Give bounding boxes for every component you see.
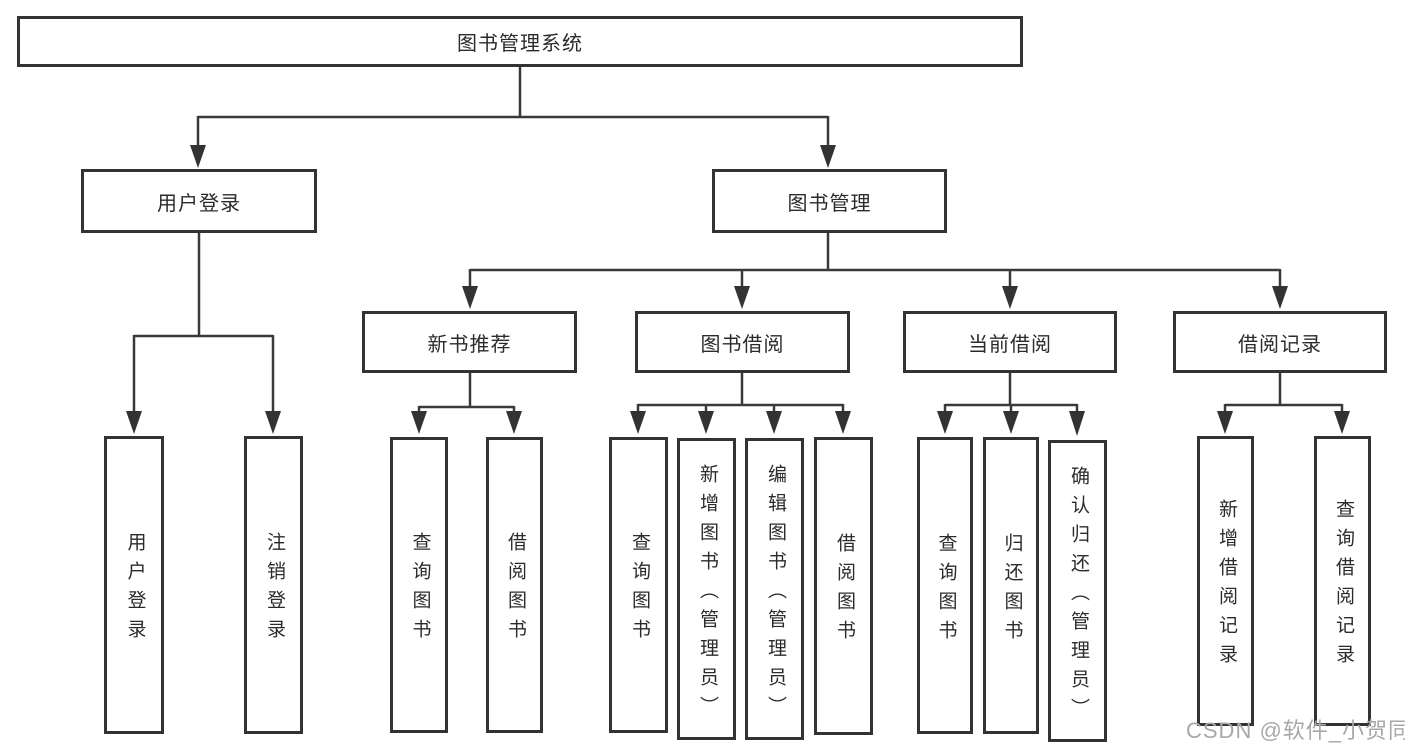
node-root-system: 图书管理系统 <box>17 16 1023 67</box>
node-label: 新书推荐 <box>427 333 512 356</box>
leaf-current-return: 归还图书 <box>983 437 1039 734</box>
node-label: 确认归还（管理员） <box>1067 465 1089 727</box>
leaf-current-confirm-admin: 确认归还（管理员） <box>1048 440 1107 742</box>
leaf-newbook-borrow: 借阅图书 <box>486 437 543 733</box>
node-label: 借阅图书 <box>833 533 855 649</box>
node-label: 新增图书（管理员） <box>696 463 718 725</box>
leaf-logout: 注销登录 <box>244 436 303 734</box>
node-label: 查询图书 <box>628 532 650 648</box>
node-label: 用户登录 <box>157 192 241 215</box>
node-book-borrow: 图书借阅 <box>635 311 850 373</box>
node-label: 图书借阅 <box>700 333 785 356</box>
node-label: 借阅记录 <box>1238 333 1322 356</box>
node-label: 归还图书 <box>1001 532 1023 649</box>
node-book-management: 图书管理 <box>712 169 947 233</box>
node-label: 用户登录 <box>124 532 146 648</box>
leaf-record-query: 查询借阅记录 <box>1314 436 1371 726</box>
node-current-borrow: 当前借阅 <box>903 311 1117 373</box>
leaf-borrow-book: 借阅图书 <box>814 437 873 735</box>
leaf-borrow-query: 查询图书 <box>609 437 668 733</box>
node-label: 编辑图书（管理员） <box>764 463 786 725</box>
node-borrow-record: 借阅记录 <box>1173 311 1387 373</box>
node-label: 借阅图书 <box>504 532 526 648</box>
node-label: 注销登录 <box>263 532 285 648</box>
leaf-borrow-edit-admin: 编辑图书（管理员） <box>745 438 804 740</box>
watermark: CSDN @软件_小贺同学 <box>1186 718 1405 743</box>
leaf-current-query: 查询图书 <box>917 437 973 734</box>
node-new-book-recommend: 新书推荐 <box>362 311 577 373</box>
leaf-newbook-query: 查询图书 <box>390 437 448 733</box>
node-user-login: 用户登录 <box>81 169 317 233</box>
node-label: 查询借阅记录 <box>1332 499 1354 673</box>
node-label: 图书管理 <box>787 192 872 215</box>
leaf-borrow-add-admin: 新增图书（管理员） <box>677 438 736 740</box>
leaf-record-add: 新增借阅记录 <box>1197 436 1254 726</box>
leaf-user-login: 用户登录 <box>104 436 164 734</box>
node-label: 新增借阅记录 <box>1215 499 1237 673</box>
node-label: 查询图书 <box>409 532 431 648</box>
node-label: 图书管理系统 <box>457 33 583 55</box>
node-label: 查询图书 <box>935 532 957 649</box>
node-label: 当前借阅 <box>968 333 1052 356</box>
